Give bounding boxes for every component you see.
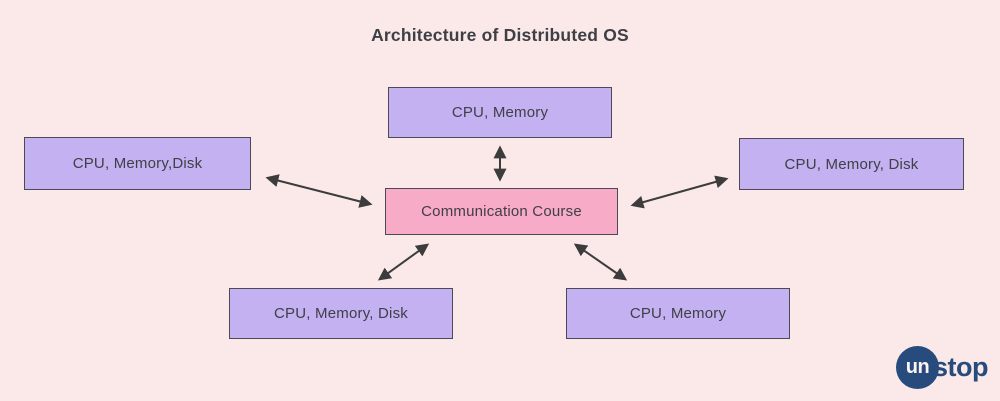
unstop-logo-text: stop [933,352,989,382]
edge-hub-right-arrow [630,175,729,209]
edge-hub-bottom-right-arrow [573,243,628,281]
unstop-logo-circle: un [896,346,939,389]
node-bottom-left-cpu-memory-disk: CPU, Memory, Disk [229,288,453,339]
node-label: CPU, Memory [451,104,549,121]
edge-hub-bottom-left-arrow [377,243,430,281]
node-label: CPU, Memory, Disk [274,305,408,322]
node-label: Communication Course [421,203,582,220]
node-bottom-right-cpu-memory: CPU, Memory [566,288,790,339]
node-label: CPU, Memory, Disk [784,155,919,173]
node-left-cpu-memory-disk: CPU, Memory,Disk [24,137,251,190]
page-title: Architecture of Distributed OS [371,25,629,45]
node-hub-communication-course: Communication Course [385,188,618,235]
node-right-cpu-memory-disk: CPU, Memory, Disk [739,138,964,190]
node-top-cpu-memory: CPU, Memory [388,87,612,138]
node-label: CPU, Memory,Disk [72,155,203,172]
edge-hub-left-arrow [265,174,373,208]
node-label: CPU, Memory [629,305,727,322]
unstop-logo: un stop [896,346,989,389]
